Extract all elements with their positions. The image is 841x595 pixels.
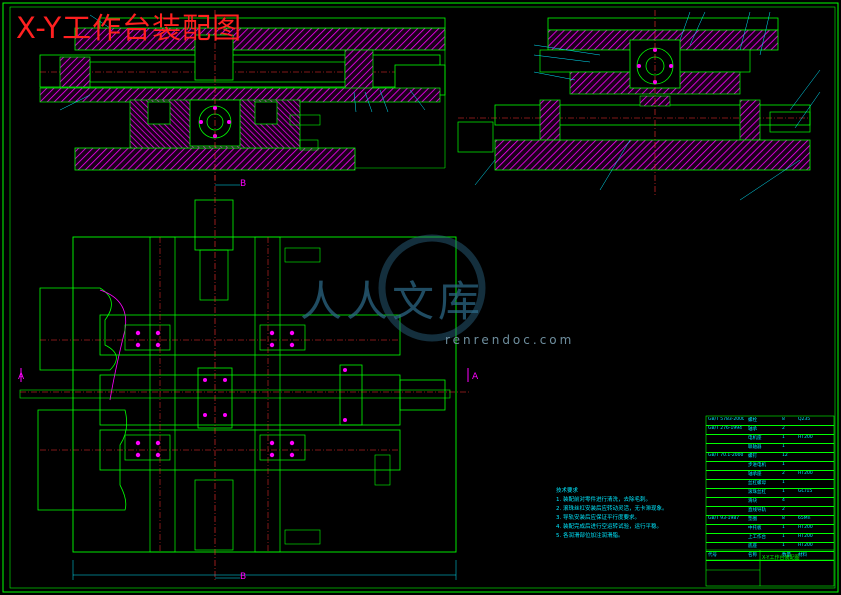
section-label-b-bottom: B: [240, 572, 247, 582]
bom-cell-name: 电机座: [748, 436, 762, 441]
bom-cell-code: 代号: [708, 553, 717, 558]
bom-row: GB/T 70.1-2000 螺钉 12: [706, 452, 834, 462]
bom-cell-code: GB/T 5783-2000: [708, 417, 744, 422]
note-item: 5. 各润滑部位加注润滑脂。: [556, 533, 624, 539]
bom-cell-code: GB/T 276-1994: [708, 426, 742, 431]
bom-cell-qty: 1: [782, 534, 785, 539]
note-item: 2. 滚珠丝杠安装后应转动灵活，无卡滞现象。: [556, 506, 668, 512]
front-section-view: [39, 10, 446, 180]
drawing-title: X-Y工作台装配图: [16, 11, 243, 45]
bom-cell-mat: HT200: [798, 525, 813, 530]
bom-row: GB/T 5783-2000 螺栓 8 Q235: [706, 416, 834, 426]
bom-row: 轴承座 2 HT200: [706, 470, 834, 480]
bom-row: 上工作台 1 HT200: [706, 533, 834, 543]
bom-cell-mat: HT200: [798, 471, 813, 476]
bom-cell-name: 直线导轨: [748, 508, 766, 513]
bom-cell-qty: 1: [782, 435, 785, 440]
bom-cell-name: 滑块: [748, 499, 757, 504]
bom-cell-qty: 2: [782, 426, 785, 431]
bom-row: 底座 1 HT200: [706, 542, 834, 552]
bom-cell-qty: 数量: [782, 553, 791, 558]
bom-cell-qty: 4: [782, 498, 785, 503]
bom-cell-mat: HT200: [798, 543, 813, 548]
bom-cell-name: 轴承座: [748, 472, 762, 477]
bom-cell-name: 丝杠螺母: [748, 481, 766, 486]
watermark-text: 人人文库: [300, 277, 485, 326]
bom-row: GB/T 93-1987 垫圈 8 65Mn: [706, 515, 834, 525]
note-item: 3. 导轨安装后应保证平行度要求。: [556, 515, 640, 521]
bom-cell-name: 底座: [748, 544, 757, 549]
technical-notes: 技术要求 1. 装配前对零件进行清洗，去除毛刺。 2. 滚珠丝杠安装后应转动灵活…: [556, 487, 706, 541]
bom-cell-qty: 1: [782, 525, 785, 530]
top-plan-view: [19, 175, 470, 580]
bom-cell-name: 轴承: [748, 427, 757, 432]
bom-cell-qty: 1: [782, 462, 785, 467]
bom-cell-mat: HT200: [798, 435, 813, 440]
bom-cell-name: 螺栓: [748, 418, 757, 423]
bom-cell-mat: 65Mn: [798, 516, 811, 521]
notes-heading: 技术要求: [556, 488, 579, 494]
bom-cell-name: 步进电机: [748, 463, 766, 468]
bom-row: 电机座 1 HT200: [706, 434, 834, 444]
bom-cell-name: 名称: [748, 553, 757, 558]
note-item: 4. 装配完成后进行空运转试验，运行平稳。: [556, 524, 662, 530]
bom-cell-name: 中托板: [748, 526, 762, 531]
bom-header-row: 代号 名称 数量 材料: [706, 551, 834, 561]
bom-row: 联轴器 1: [706, 443, 834, 453]
title-block-drawing-name: X-Y工作台装配图: [762, 555, 800, 561]
bom-cell-code: GB/T 70.1-2000: [708, 453, 744, 458]
bom-row: 滚珠丝杠 1 GCr15: [706, 488, 834, 498]
section-label-a-right: A: [472, 372, 479, 382]
bom-cell-code: GB/T 93-1987: [708, 516, 740, 521]
bom-cell-qty: 8: [782, 516, 785, 521]
bom-cell-name: 联轴器: [748, 445, 762, 450]
bom-cell-qty: 1: [782, 543, 785, 548]
bom-row: 步进电机 1: [706, 461, 834, 471]
bom-row: 丝杠螺母 1: [706, 479, 834, 489]
note-item: 1. 装配前对零件进行清洗，去除毛刺。: [556, 497, 651, 503]
bom-row: 直线导轨 2: [706, 506, 834, 516]
bom-cell-qty: 1: [782, 489, 785, 494]
bom-cell-name: 滚珠丝杠: [748, 490, 766, 495]
side-section-view: [457, 10, 821, 201]
bom-cell-qty: 1: [782, 444, 785, 449]
bom-cell-name: 螺钉: [748, 454, 757, 459]
bom-cell-qty: 12: [782, 453, 788, 458]
section-label-a-left: A: [18, 372, 25, 382]
bom-cell-name: 垫圈: [748, 517, 757, 522]
bom-row: GB/T 276-1994 轴承 2: [706, 425, 834, 435]
bom-row: 滑块 4: [706, 497, 834, 507]
watermark-url: renrendoc.com: [445, 333, 575, 347]
watermark-logo-icon: [378, 234, 486, 342]
bom-cell-mat: Q235: [798, 417, 811, 422]
bom-cell-name: 上工作台: [748, 535, 766, 540]
bom-cell-qty: 1: [782, 480, 785, 485]
bom-cell-qty: 8: [782, 417, 785, 422]
bom-row: 中托板 1 HT200: [706, 524, 834, 534]
section-label-b-top: B: [240, 179, 247, 189]
bom-cell-mat: 材料: [798, 553, 807, 558]
bom-cell-mat: HT200: [798, 534, 813, 539]
bom-cell-qty: 2: [782, 471, 785, 476]
bom-cell-mat: GCr15: [798, 489, 813, 494]
bom-cell-qty: 2: [782, 507, 785, 512]
